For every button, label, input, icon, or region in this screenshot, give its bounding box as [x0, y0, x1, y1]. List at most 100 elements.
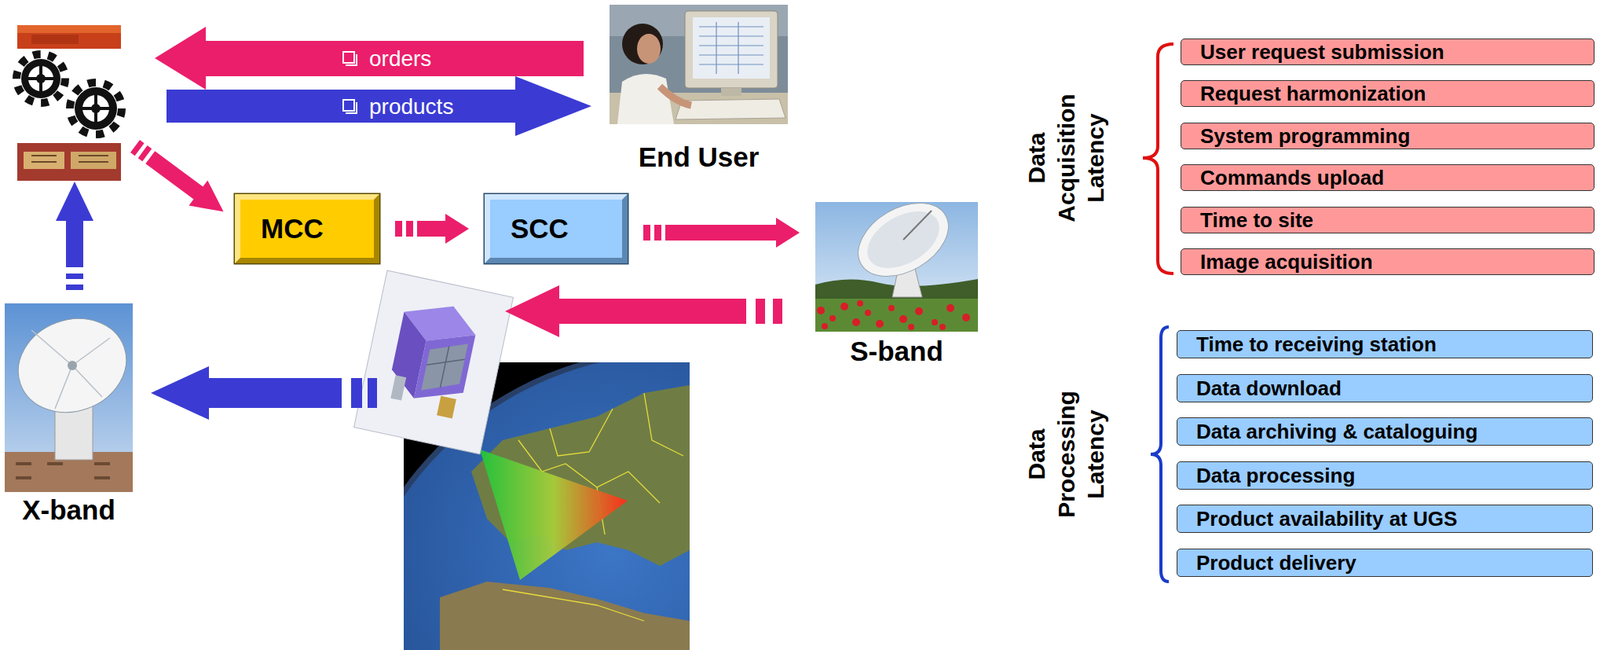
satellite-image: [354, 270, 514, 455]
node-text: X-band: [21, 494, 116, 526]
latency-group-label: Data Processing Latency: [1021, 390, 1111, 518]
node-text: Product availability at UGS: [1196, 507, 1458, 531]
processing-center-icon: [16, 54, 66, 103]
processing-center-icon: [69, 82, 122, 135]
end-user-photo: [637, 33, 661, 64]
s-band-station-photo: [821, 322, 828, 330]
products-arrow: [166, 76, 592, 136]
latency-step-box: Time to receiving station: [1176, 329, 1593, 359]
control-center-box: MCC: [234, 194, 380, 264]
ingest-arrow: [65, 273, 84, 279]
s-band-station-photo: [908, 323, 915, 330]
processing-center-icon: [17, 48, 121, 143]
flow-label: products: [369, 92, 454, 121]
station-node: S-band: [815, 201, 978, 367]
s-band-station-photo: [840, 302, 849, 311]
processing-center-icon: [17, 142, 121, 181]
processing-center-icon: [82, 95, 110, 122]
s-band-station-photo: [939, 323, 946, 330]
s-band-station-photo: [962, 313, 971, 322]
uplink-arrow: [772, 298, 783, 324]
flow-arrow: [395, 213, 469, 244]
s-band-station-photo: [815, 298, 978, 332]
s-band-station-photo: [875, 319, 884, 328]
earth-image: [439, 581, 690, 650]
s-band-station-photo: [946, 303, 955, 312]
earth-image: [502, 589, 645, 621]
end-user-photo: [684, 10, 778, 88]
node-text: Time to site: [1200, 208, 1314, 232]
sensor-beam: [479, 449, 628, 580]
x-band-station-photo: [15, 463, 110, 478]
label-holder: products: [369, 92, 454, 121]
node-text: Data archiving & cataloguing: [1196, 420, 1478, 444]
latency-step-box: System programming: [1180, 122, 1595, 150]
processing-center-icon: [91, 103, 101, 114]
s-band-station-photo: [856, 300, 864, 307]
ingest-arrow: [65, 219, 84, 268]
uplink-arrow: [755, 298, 766, 324]
downlink-arrow: [351, 377, 363, 408]
end-user-photo: [699, 21, 764, 74]
latency-step-box: Commands upload: [1180, 164, 1595, 191]
satellite-image: [436, 395, 457, 419]
end-user-photo: [721, 87, 742, 96]
arrow-head: [445, 213, 469, 244]
s-band-station-photo: [888, 304, 895, 312]
processing-center-icon: [23, 151, 65, 169]
s-band-station-photo: [816, 300, 971, 330]
node-text: Image acquisition: [1200, 250, 1373, 274]
command-arrow: [188, 179, 233, 224]
latency-step-box: Image acquisition: [1180, 248, 1595, 275]
arrow-head: [776, 217, 800, 248]
s-band-station-photo: [829, 314, 836, 322]
latency-step-box: User request submission: [1180, 38, 1595, 66]
s-band-station-photo: [899, 314, 908, 323]
ingest-arrow: [65, 284, 84, 290]
node-text: User request submission: [1200, 40, 1445, 64]
s-band-station-photo: [864, 309, 872, 316]
satellite-image: [390, 374, 407, 400]
node-text: Request harmonization: [1200, 82, 1426, 106]
satellite-image: [422, 342, 467, 392]
earth-image: [549, 408, 613, 456]
latency-step-box: Product delivery: [1176, 548, 1593, 577]
processing-center-icon: [21, 58, 61, 99]
ingest-arrow: [55, 181, 94, 221]
latency-step-box: Data download: [1176, 373, 1593, 403]
node-text: Data processing: [1196, 464, 1355, 487]
node-text: MCC: [260, 213, 324, 245]
earth-image: [403, 362, 690, 650]
command-arrow: [145, 150, 204, 200]
processing-center-icon: [16, 25, 122, 181]
processing-center-icon: [31, 34, 79, 44]
processing-center-icon: [17, 25, 121, 49]
end-user-photo: [609, 4, 788, 125]
s-band-station-photo: [931, 318, 938, 326]
processing-center-icon: [28, 65, 54, 92]
processing-center-icon: [74, 87, 118, 130]
downlink-arrow: [150, 366, 209, 420]
command-arrow: [125, 133, 233, 224]
x-band-station-photo: [67, 360, 77, 370]
processing-center-icon: [70, 151, 117, 169]
node-text: SCC: [510, 213, 569, 245]
downlink-arrow: [208, 377, 342, 408]
flow-label: orders: [369, 44, 432, 73]
latency-group-label: Data Acquisition Latency: [1021, 93, 1111, 222]
label-holder: Data Acquisition Latency: [1021, 93, 1111, 222]
products-arrow: [343, 99, 355, 111]
products-arrow: [345, 102, 357, 114]
x-band-station-photo: [31, 329, 110, 409]
earth-image: [644, 392, 684, 456]
node-text: End User: [638, 142, 760, 173]
end-user-photo: [692, 17, 770, 79]
processing-center-icon: [82, 95, 110, 122]
node-text: Product delivery: [1196, 551, 1357, 575]
acquisition-bracket: [1142, 43, 1174, 274]
s-band-station-photo: [903, 210, 932, 240]
s-band-station-photo: [915, 307, 923, 315]
s-band-station-photo: [816, 306, 825, 315]
orders-arrow: [343, 51, 355, 63]
end-user-photo: [622, 23, 663, 65]
